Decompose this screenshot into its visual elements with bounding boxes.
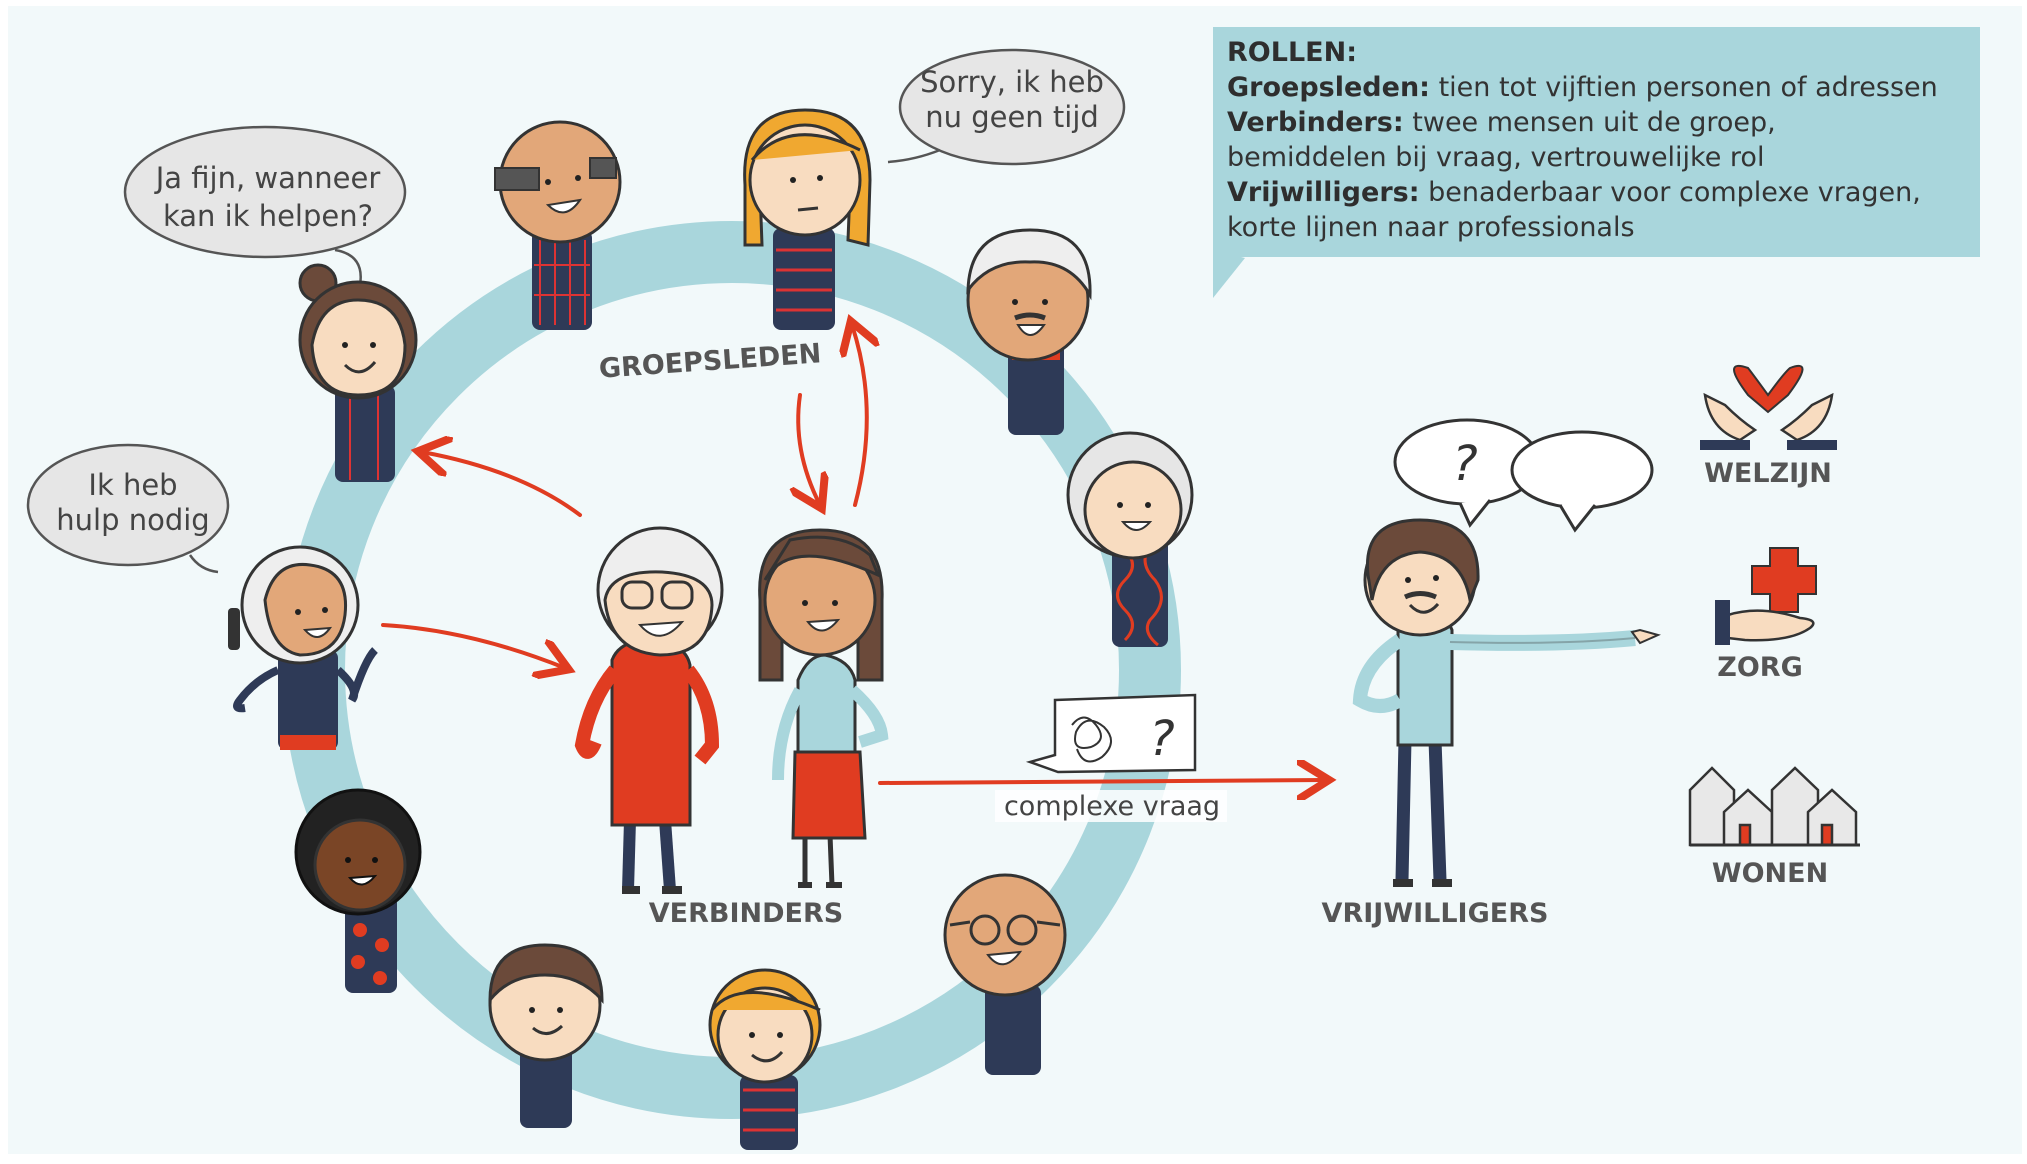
question-mark-bubble: ? [1452,436,1477,492]
roles-heading: ROLLEN: [1227,37,1357,68]
arrow-verbinders-to-groepsleden [852,325,867,507]
group-member-glasses-man [943,873,1067,1075]
roles-vrijwilligers-text2: korte lijnen naar professionals [1227,212,1635,243]
group-member-curly-grey-woman [1066,431,1194,647]
group-member-bun-woman [298,263,418,482]
verbinder-woman [758,528,889,888]
bubble-ja-fijn-line1: Ja fijn, wanneer [154,161,381,195]
arrow-complexe-vraag [878,780,1325,783]
complex-question-mark: ? [1149,711,1174,767]
group-member-grey-moustache-man [966,228,1092,435]
bubble-ja-fijn-line2: kan ik helpen? [163,199,373,233]
speech-bubble-ja-fijn: Ja fijn, wanneer kan ik helpen? [123,125,407,286]
flow-arrows [381,325,1325,783]
welzijn-label: WELZIJN [1704,458,1832,489]
group-member-bald-man [494,120,622,330]
roles-vrijwilligers-text1: benaderbaar voor complexe vragen, [1428,177,1921,208]
zorg-label: ZORG [1717,652,1802,683]
roles-vrijwilligers-label: Vrijwilligers: [1227,177,1420,208]
welzijn-heart-hands-icon [1700,364,1837,450]
roles-verbinders-text2: bemiddelen bij vraag, vertrouwelijke rol [1227,142,1765,173]
roles-groepsleden-label: Groepsleden: [1227,72,1430,103]
roles-callout-tail [1213,250,1245,298]
complex-question-card: ? complexe vraag [995,693,1227,822]
wonen-label: WONEN [1712,858,1828,889]
roles-verbinders-text1: twee mensen uit de groep, [1412,107,1776,138]
arrow-phone-woman-to-verbinders [381,623,565,668]
speech-bubble-ik-heb: Ik heb hulp nodig [26,443,230,574]
roles-verbinders-line2: bemiddelen bij vraag, vertrouwelijke rol [1227,140,1966,175]
speech-bubble-sorry: Sorry, ik heb nu geen tijd [887,48,1126,166]
complexe-vraag-label: complexe vraag [1004,791,1220,822]
arrow-verbinders-to-bun-woman [422,452,582,517]
roles-verbinders-label: Verbinders: [1227,107,1404,138]
group-member-brown-haired-man [488,943,604,1128]
verbinders-label: VERBINDERS [649,898,843,929]
group-member-blond-woman-smiling [708,968,822,1150]
roles-heading-line: ROLLEN: [1227,35,1966,70]
vrijwilliger-speech-bubbles: ? [1393,418,1654,533]
vrijwilliger-figure [1352,518,1661,887]
bubble-ik-heb-line1: Ik heb [88,468,177,502]
wonen-houses-icon [1688,766,1860,847]
roles-vrijwilligers-line: Vrijwilligers: benaderbaar voor complexe… [1227,175,1966,210]
bubble-sorry-line1: Sorry, ik heb [920,65,1104,99]
zorg-cross-hand-icon [1715,547,1817,645]
roles-verbinders-line: Verbinders: twee mensen uit de groep, [1227,105,1966,140]
roles-callout: ROLLEN: Groepsleden: tien tot vijftien p… [1213,27,1980,257]
verbinder-man [574,526,724,894]
bubble-sorry-line2: nu geen tijd [925,100,1099,134]
roles-vrijwilligers-line2: korte lijnen naar professionals [1227,210,1966,245]
roles-groepsleden-text: tien tot vijftien personen of adressen [1438,72,1938,103]
arrow-groepsleden-to-verbinders [798,393,820,505]
group-member-blond-woman [743,108,872,330]
group-member-phone-woman [228,545,379,750]
group-member-dark-curly-woman [294,788,422,993]
vrijwilligers-label: VRIJWILLIGERS [1322,898,1549,929]
roles-groepsleden-line: Groepsleden: tien tot vijftien personen … [1227,70,1966,105]
bubble-ik-heb-line2: hulp nodig [56,503,209,537]
